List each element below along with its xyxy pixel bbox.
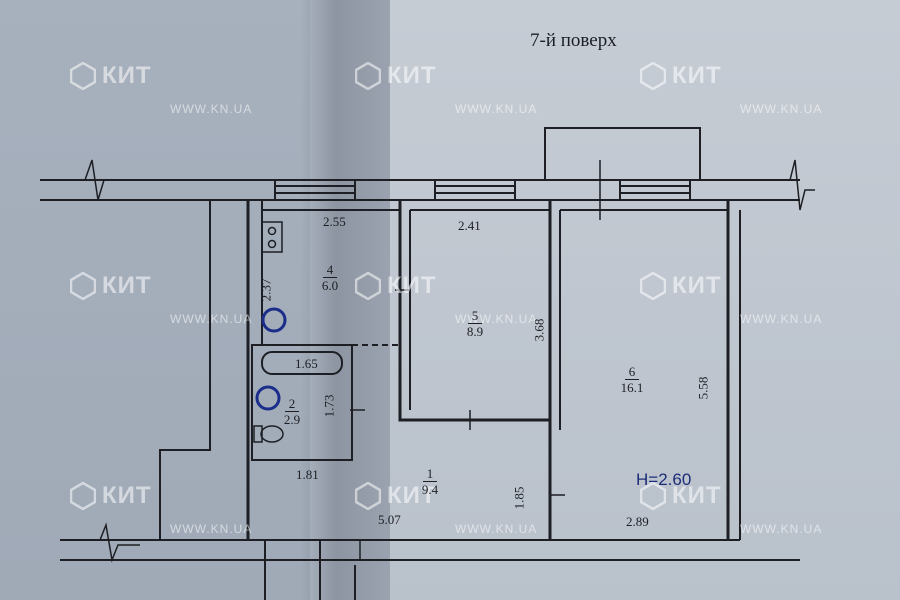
dim-hall-depth: 1.85 <box>511 486 527 510</box>
kitchen-sink-icon <box>261 307 287 333</box>
bathtub <box>261 351 343 375</box>
dim-wc-width: 1.81 <box>296 467 319 482</box>
stair-wall <box>120 199 260 541</box>
dim-hall-length: 5.07 <box>378 512 401 527</box>
bathroom <box>251 344 353 461</box>
dim-kitchen-width: 2.55 <box>323 214 346 229</box>
ceiling-height: H=2.60 <box>636 470 692 489</box>
balcony <box>544 127 701 181</box>
window-kitchen <box>274 179 356 201</box>
break-mark-right <box>780 159 815 211</box>
break-mark-left <box>40 159 120 201</box>
bath-sink-icon <box>255 385 281 411</box>
toilet-icon <box>253 425 284 443</box>
dim-room5-width: 2.41 <box>458 218 481 233</box>
break-mark-bottom <box>60 522 140 563</box>
dim-room6-width: 2.89 <box>626 514 649 529</box>
paper-left <box>0 0 310 600</box>
dim-room6-depth: 5.58 <box>695 376 711 400</box>
dim-bath-depth: 1.73 <box>321 394 337 418</box>
floor-title: 7-й поверх <box>530 30 617 51</box>
stove-icon <box>261 221 283 253</box>
window-room5 <box>434 179 516 201</box>
dim-bath-width: 1.65 <box>295 356 318 371</box>
room5-wall <box>398 200 550 422</box>
dim-room5-depth: 3.68 <box>531 318 547 342</box>
dim-kitchen-depth: 2.37 <box>258 278 274 302</box>
window-room6 <box>619 179 691 201</box>
